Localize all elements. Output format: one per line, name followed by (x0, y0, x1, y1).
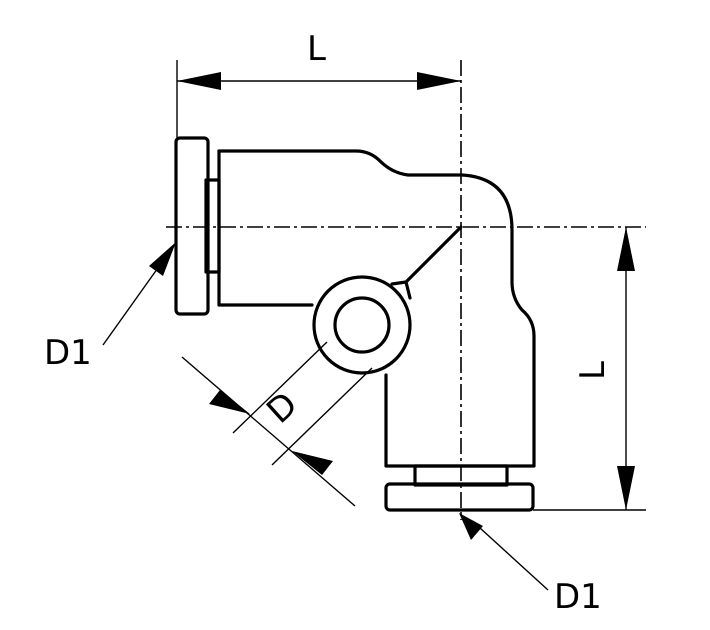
top-length-label: L (307, 29, 326, 69)
diameter-label: D (259, 384, 305, 431)
bottom-flange (384, 482, 535, 512)
elbow-outline (217, 149, 536, 468)
diameter-extension-upper (232, 341, 328, 434)
arrowhead-side-bottom (617, 466, 635, 510)
tube-port-outer (312, 275, 412, 375)
center-lines (166, 60, 646, 520)
arrowhead-diameter-upper (209, 390, 250, 414)
leader-left-thread: D1 (44, 242, 176, 373)
left-flange (174, 136, 210, 316)
diameter-dimension-line (181, 356, 356, 507)
seam-notch (390, 280, 412, 300)
arrowhead-top-left (177, 72, 221, 90)
arrowhead-leader-bottom (459, 513, 483, 540)
fitting-body (174, 136, 536, 512)
diameter-extension-lower (271, 367, 373, 466)
diagonal-seam (404, 225, 463, 284)
leader-line-bottom (479, 527, 549, 591)
arrowhead-diameter-lower (292, 451, 333, 475)
bottom-thread-label: D1 (554, 577, 602, 617)
elbow-outline-left (217, 149, 314, 307)
side-length-label: L (573, 361, 613, 380)
leader-bottom-thread: D1 (459, 513, 602, 617)
leader-line-left (102, 257, 166, 346)
dimension-tube-diameter: D (181, 341, 373, 507)
dimension-side-length: L (533, 227, 646, 511)
arrowhead-side-top (617, 227, 635, 271)
arrowhead-leader-left (149, 242, 176, 276)
dimension-top-length: L (176, 29, 461, 138)
left-thread-label: D1 (44, 333, 92, 373)
arrowhead-top-right (417, 72, 461, 90)
tube-port-inner (333, 296, 391, 354)
